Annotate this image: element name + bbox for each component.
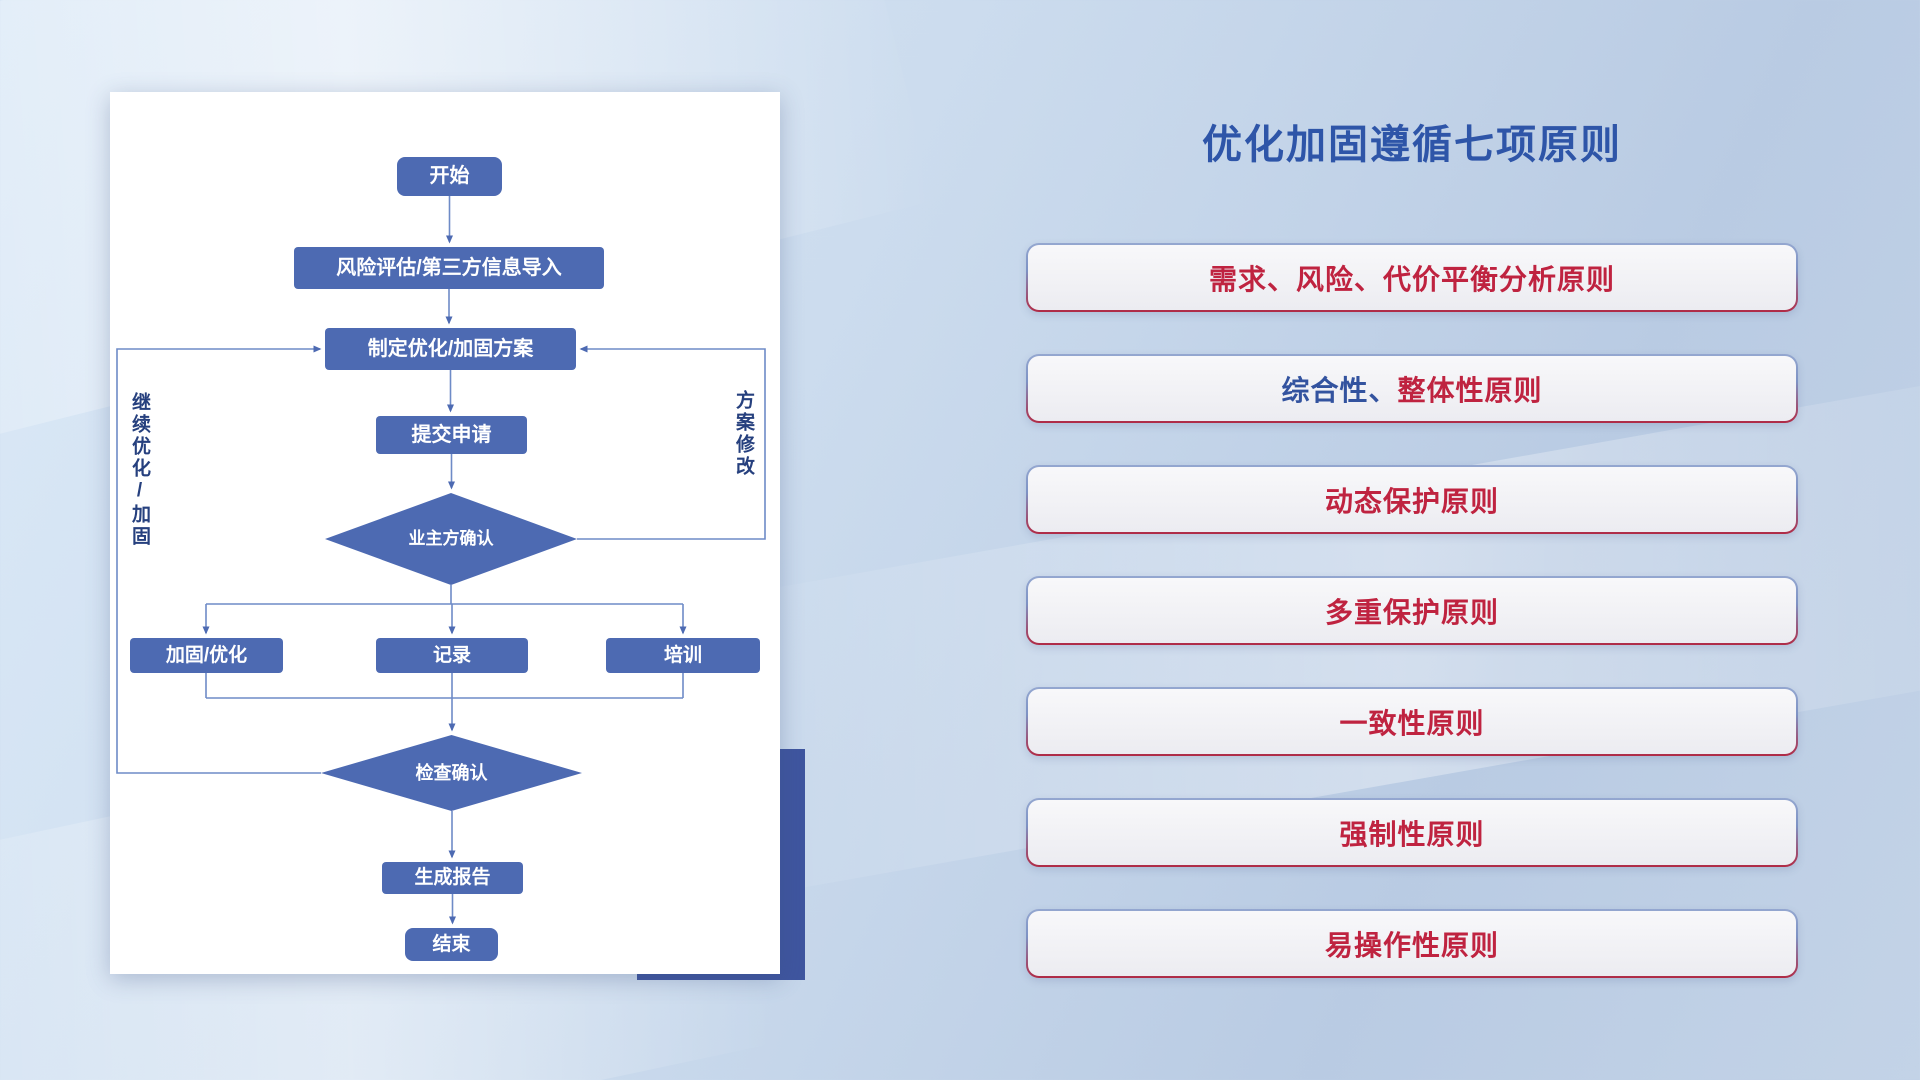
flow-node-generate-report: 生成报告 [382,862,523,894]
principle-text-segment: 整体性原则 [1397,374,1543,406]
flow-node-start: 开始 [397,157,502,196]
principle-pill: 一致性原则 [1026,687,1798,756]
flow-node-submit-request: 提交申请 [376,416,527,454]
principle-text-segment: 易操作性原则 [1324,929,1499,961]
principle-text: 综合性、整体性原则 [1028,356,1796,421]
principle-text-segment: 综合性、 [1281,374,1398,406]
principle-text: 多重保护原则 [1028,578,1796,643]
principle-text: 一致性原则 [1028,689,1796,754]
loop-label-continue-optimize: 继续优化/加固 [129,392,150,548]
loop-label-plan-revision: 方案修改 [733,390,754,478]
principle-text: 动态保护原则 [1028,467,1796,532]
principle-text-segment: 需求、风险、代价平衡分析原则 [1208,263,1615,295]
principle-pill: 强制性原则 [1026,798,1798,867]
flow-node-training: 培训 [606,638,760,673]
principle-pill: 多重保护原则 [1026,576,1798,645]
flow-node-record: 记录 [376,638,528,673]
principle-text: 易操作性原则 [1028,911,1796,976]
flow-node-end: 结束 [405,928,498,961]
principle-text-segment: 强制性原则 [1339,818,1485,850]
principle-pill: 需求、风险、代价平衡分析原则 [1026,243,1798,312]
flow-node-reinforce-optimize: 加固/优化 [130,638,283,673]
flow-node-risk-assessment: 风险评估/第三方信息导入 [294,247,604,289]
principle-text: 强制性原则 [1028,800,1796,865]
flow-node-make-plan: 制定优化/加固方案 [325,328,576,370]
principle-text-segment: 多重保护原则 [1324,596,1499,628]
principle-text-segment: 一致性原则 [1339,707,1485,739]
page-title: 优化加固遵循七项原则 [1202,123,1622,167]
principle-text-segment: 动态保护原则 [1324,485,1499,517]
principle-pill: 动态保护原则 [1026,465,1798,534]
flowchart-card: 开始 风险评估/第三方信息导入 制定优化/加固方案 提交申请 业主方确认 加固/… [110,92,780,974]
principles-list: 需求、风险、代价平衡分析原则综合性、整体性原则动态保护原则多重保护原则一致性原则… [1026,243,1798,978]
principle-pill: 易操作性原则 [1026,909,1798,978]
principle-text: 需求、风险、代价平衡分析原则 [1028,245,1796,310]
principle-pill: 综合性、整体性原则 [1026,354,1798,423]
